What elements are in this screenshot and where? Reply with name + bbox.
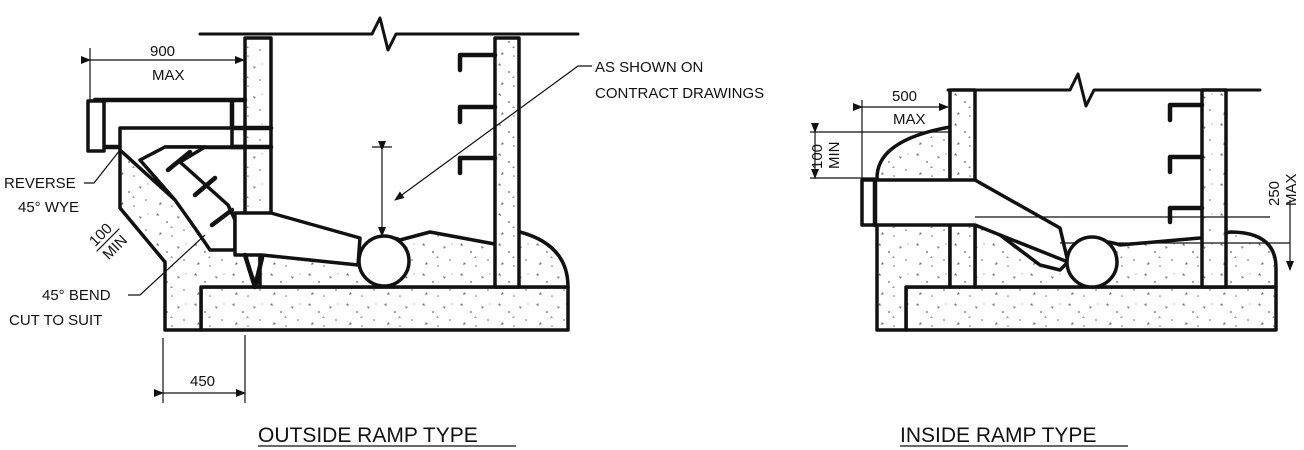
inside-step-iron-2 [1167, 154, 1205, 175]
inside-step-iron-1 [1167, 102, 1205, 123]
inside-main-sewer-pipe [1065, 235, 1119, 289]
inside-right-wall [1200, 88, 1228, 289]
inside-base-slab [904, 285, 1278, 332]
outside-callout-line2: CONTRACT DRAWINGS [595, 85, 764, 102]
outside-step-iron-1 [457, 52, 498, 73]
outside-main-sewer-pipe [357, 234, 411, 288]
inside-dim-left: 100 MIN [809, 142, 843, 170]
inside-step-iron-3 [1167, 205, 1205, 225]
outside-base-slab [199, 285, 570, 332]
inside-dim-left-value: 100 [809, 144, 826, 169]
inside-dim-top-value: 500 [892, 88, 917, 105]
inside-dim-top-qualifier: MAX [893, 111, 926, 128]
outside-label-wye-line2: 45° WYE [18, 199, 79, 216]
outside-wye-leader [84, 149, 121, 184]
outside-dim-bottom-value: 450 [190, 373, 215, 390]
outside-bend-leader [128, 234, 206, 296]
outside-inlet-pipe-bell [86, 99, 106, 153]
outside-dim-top-value: 900 [150, 43, 175, 60]
outside-label-bend-line1: 45° BEND [42, 287, 111, 304]
outside-callout-line1: AS SHOWN ON [595, 59, 703, 76]
inside-dim-right-qualifier: MAX [1283, 173, 1300, 206]
inside-ramp-title: INSIDE RAMP TYPE [900, 424, 1096, 447]
inside-top-break-line [946, 72, 1262, 108]
outside-right-wall [493, 36, 521, 289]
outside-step-iron-3 [457, 155, 498, 176]
outside-bend-joints [165, 149, 235, 228]
inside-dim-right: 250 MAX [1266, 173, 1300, 206]
outside-ramp-detail: 900 MAX AS SHOWN ON CONTRACT DRAWINGS RE… [4, 16, 764, 447]
outside-step-iron-2 [457, 104, 498, 125]
outside-top-break-line [198, 16, 580, 52]
outside-dim-top-qualifier: MAX [152, 67, 185, 84]
outside-dim-slope: 100 MIN [86, 220, 131, 263]
outside-label-wye-line1: REVERSE [4, 175, 76, 192]
outside-callout-leader [394, 65, 592, 201]
inside-outer-encasement [875, 125, 952, 332]
inside-dim-right-value: 250 [1266, 181, 1283, 206]
outside-wall-foot [242, 252, 265, 290]
inside-dim-left-qualifier: MIN [826, 142, 843, 170]
outside-label-bend-line2: CUT TO SUIT [9, 312, 102, 329]
outside-ramp-title: OUTSIDE RAMP TYPE [258, 424, 478, 447]
inside-ramp-detail: 500 MAX 100 MIN 250 MAX INSIDE RAMP TYPE [809, 72, 1300, 447]
